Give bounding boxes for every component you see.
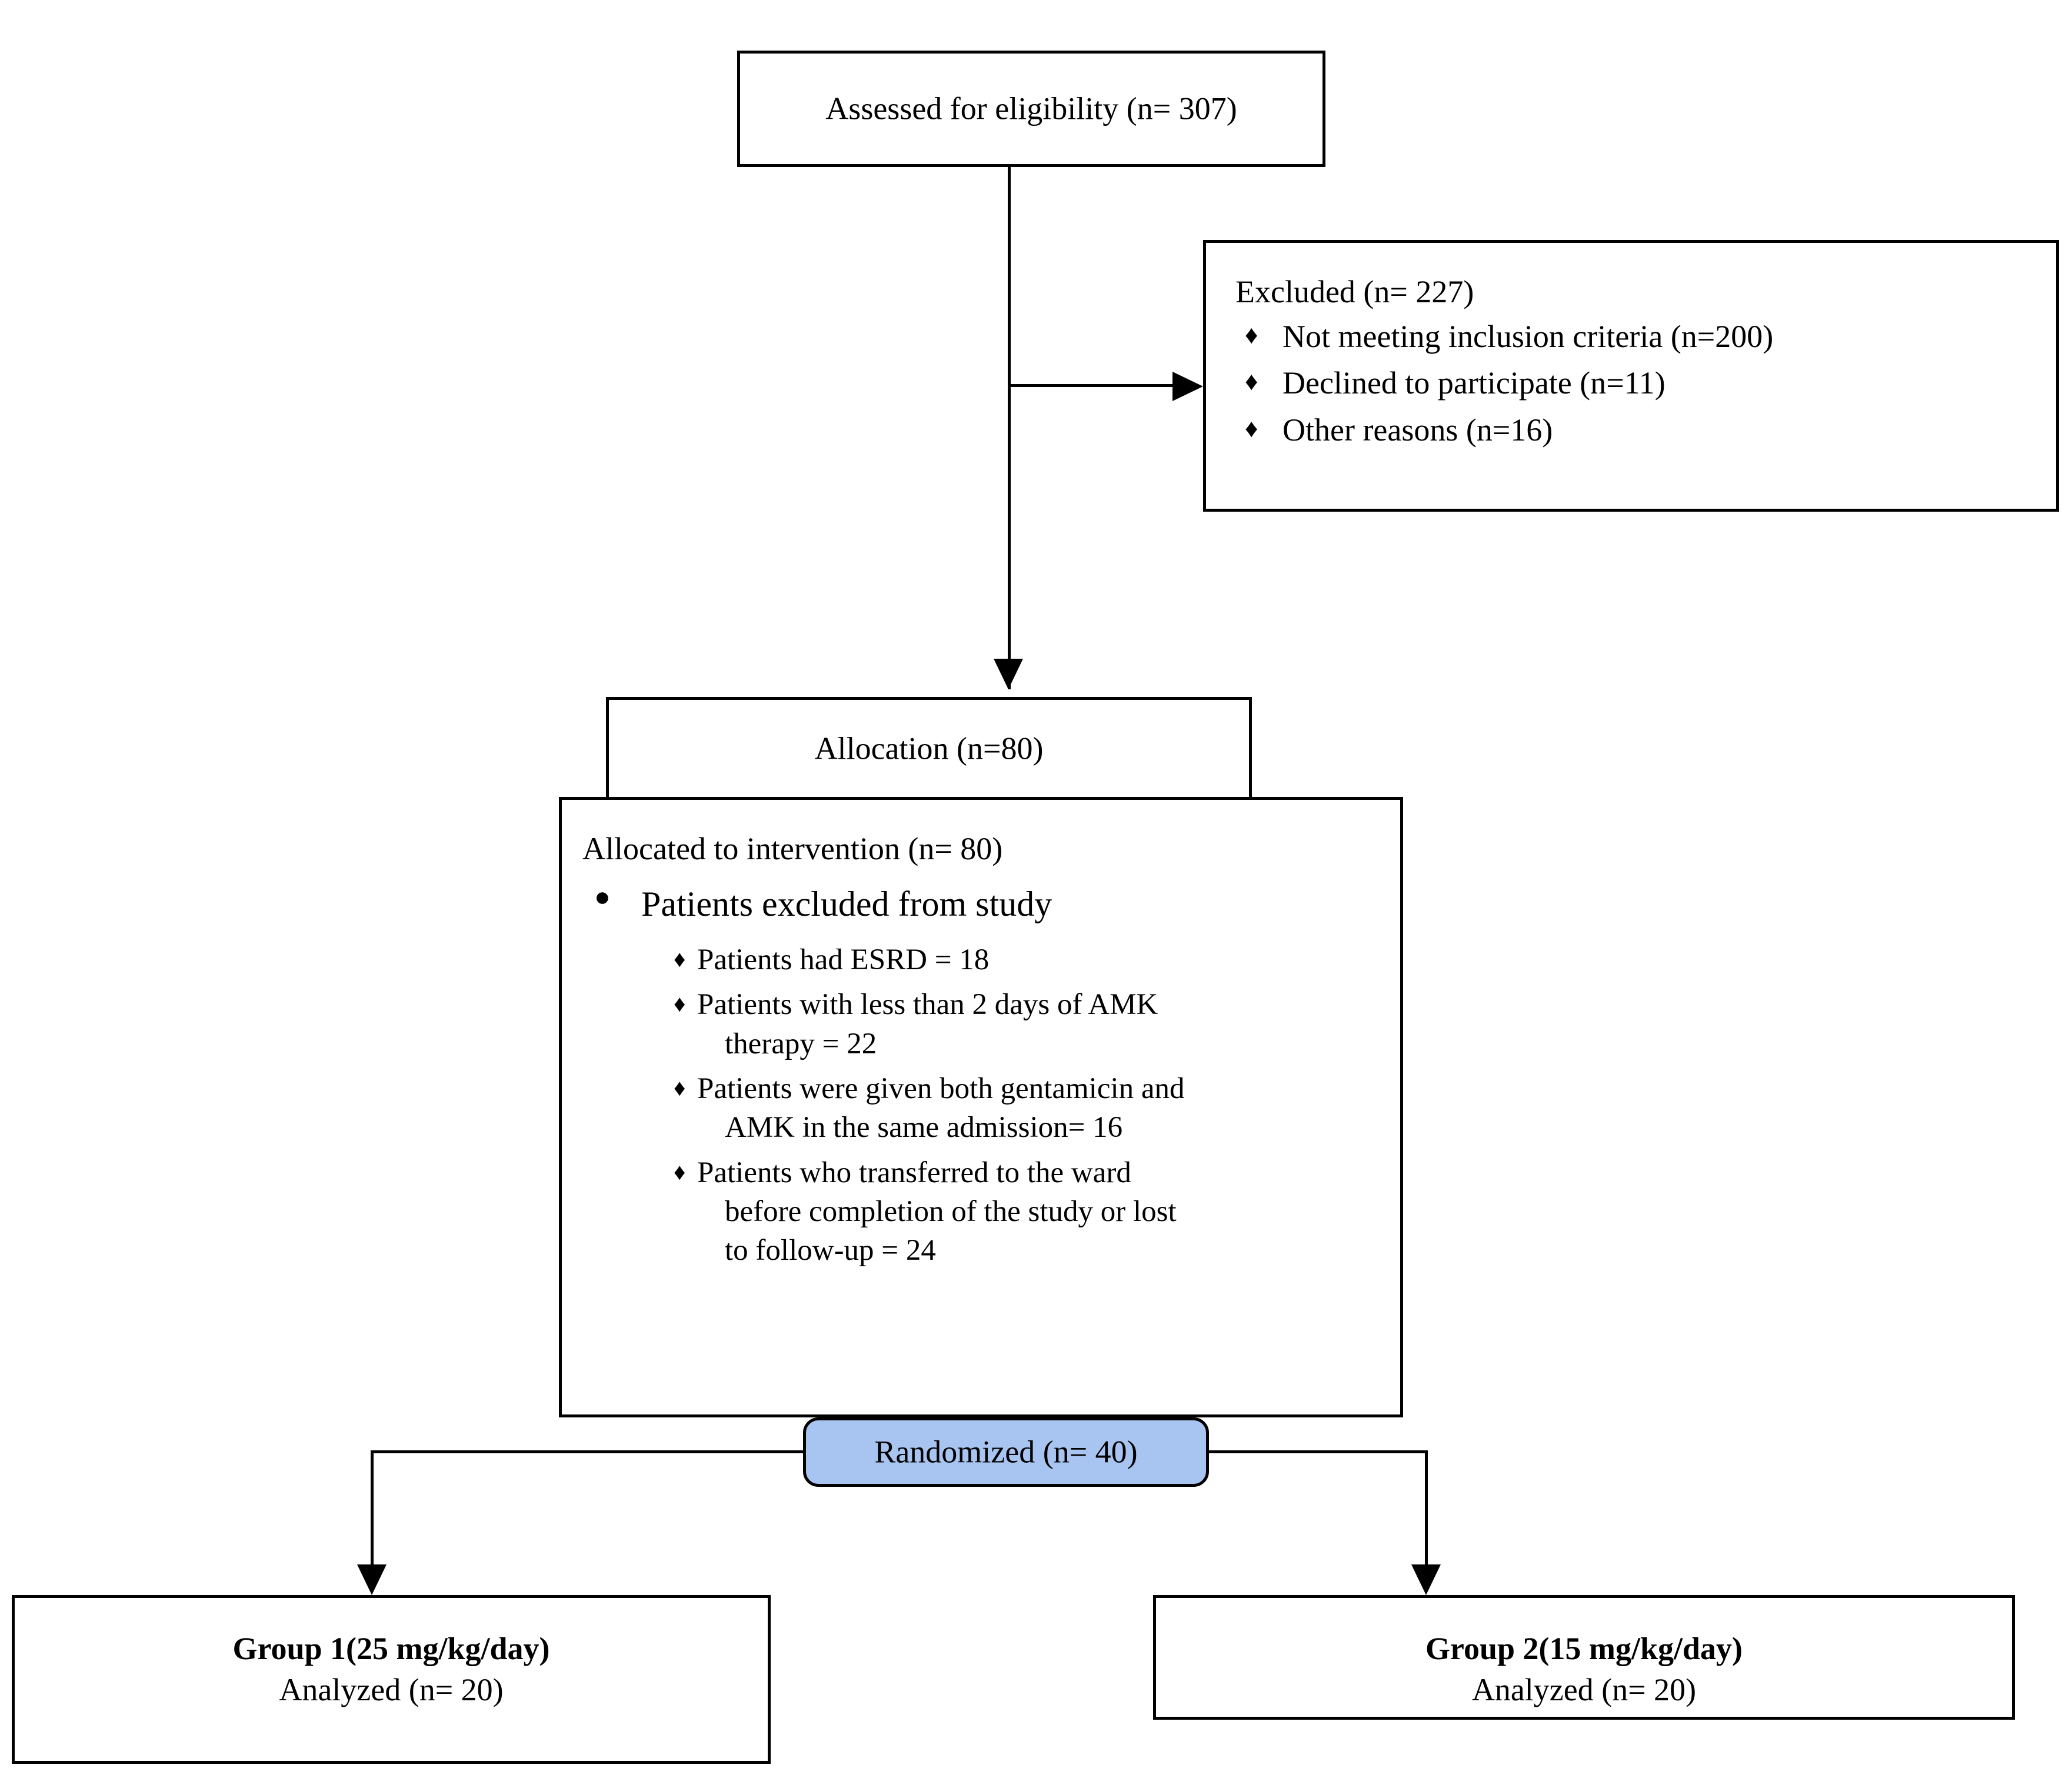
diamond-bullet-icon: ♦ <box>1245 321 1258 350</box>
exclusion-reason-line1: Patients were given both gentamicin and <box>697 1072 1185 1106</box>
node-assessed-for-eligibility: Assessed for eligibility (n= 307) <box>737 51 1325 167</box>
round-bullet-icon: ● <box>594 882 611 912</box>
exclusion-reason-line2: before completion of the study or lost <box>725 1195 1177 1228</box>
list-item: ♦ Patients who transferred to the ward b… <box>674 1153 1387 1270</box>
arrowhead-to-group1 <box>357 1564 387 1595</box>
group2-subtitle: Analyzed (n= 20) <box>1471 1672 1697 1708</box>
allocated-heading: Allocated to intervention (n= 80) <box>582 831 1003 866</box>
excluded-reason-text: Not meeting inclusion criteria (n=200) <box>1282 319 1774 355</box>
excluded-reason-list: ♦ Not meeting inclusion criteria (n=200)… <box>1235 316 2044 451</box>
exclusion-reason-line1: Patients had ESRD = 18 <box>697 943 990 977</box>
group1-subtitle: Analyzed (n= 20) <box>279 1672 504 1708</box>
exclusion-reason-line2: AMK in the same admission= 16 <box>725 1111 1123 1145</box>
diamond-bullet-icon: ♦ <box>674 1075 686 1102</box>
randomized-label: Randomized (n= 40) <box>874 1434 1138 1470</box>
group2-title: Group 2(15 mg/kg/day) <box>1425 1631 1743 1666</box>
allocation-label: Allocation (n=80) <box>814 730 1044 766</box>
allocated-content: Allocated to intervention (n= 80) ● Pati… <box>582 828 1387 1276</box>
connector-randomized-left-drop <box>371 1450 374 1568</box>
node-randomized: Randomized (n= 40) <box>803 1417 1209 1487</box>
excluded-heading: Excluded (n= 227) <box>1235 274 1474 309</box>
excluded-reason-text: Other reasons (n=16) <box>1282 412 1553 448</box>
connector-assessed-to-excluded <box>1008 384 1177 387</box>
connector-randomized-left <box>371 1450 806 1453</box>
list-item: ♦ Other reasons (n=16) <box>1235 409 2044 451</box>
arrowhead-to-allocation <box>994 659 1023 689</box>
node-group1-analyzed: Group 1(25 mg/kg/day) Analyzed (n= 20) <box>12 1595 771 1764</box>
assessed-label: Assessed for eligibility (n= 307) <box>825 91 1237 126</box>
exclusion-reason-line1: Patients with less than 2 days of AMK <box>697 988 1158 1022</box>
exclusion-reason-line3: to follow-up = 24 <box>725 1234 936 1267</box>
list-item: ♦ Not meeting inclusion criteria (n=200) <box>1235 316 2044 358</box>
connector-randomized-right-drop <box>1425 1450 1428 1568</box>
diamond-bullet-icon: ♦ <box>674 990 686 1017</box>
exclusion-reason-line2: therapy = 22 <box>725 1027 877 1060</box>
node-allocation-header: Allocation (n=80) <box>606 697 1252 800</box>
allocated-level1-item: ● Patients excluded from study <box>582 882 1387 926</box>
excluded-reason-text: Declined to participate (n=11) <box>1282 365 1665 401</box>
list-item: ♦ Patients with less than 2 days of AMK … <box>674 985 1387 1063</box>
list-item: ♦ Patients had ESRD = 18 <box>674 940 1387 979</box>
diamond-bullet-icon: ♦ <box>674 1158 686 1185</box>
group2-content: Group 2(15 mg/kg/day) Analyzed (n= 20) <box>1156 1629 2012 1710</box>
group1-title: Group 1(25 mg/kg/day) <box>232 1631 550 1666</box>
connector-assessed-to-allocation <box>1008 167 1011 689</box>
diamond-bullet-icon: ♦ <box>674 946 686 973</box>
node-allocated-to-intervention: Allocated to intervention (n= 80) ● Pati… <box>559 797 1403 1417</box>
group1-content: Group 1(25 mg/kg/day) Analyzed (n= 20) <box>15 1629 768 1710</box>
diamond-bullet-icon: ♦ <box>1245 367 1258 396</box>
connector-randomized-right <box>1206 1450 1428 1453</box>
diamond-bullet-icon: ♦ <box>1245 413 1258 443</box>
node-excluded: Excluded (n= 227) ♦ Not meeting inclusio… <box>1203 240 2059 512</box>
list-item: ♦ Patients were given both gentamicin an… <box>674 1069 1387 1147</box>
allocated-exclusion-list: ♦ Patients had ESRD = 18 ♦ Patients with… <box>582 940 1387 1270</box>
excluded-content: Excluded (n= 227) ♦ Not meeting inclusio… <box>1235 271 2044 456</box>
arrowhead-to-excluded <box>1172 372 1203 401</box>
arrowhead-to-group2 <box>1411 1564 1441 1595</box>
allocated-level1-text: Patients excluded from study <box>641 885 1052 924</box>
list-item: ♦ Declined to participate (n=11) <box>1235 362 2044 404</box>
node-group2-analyzed: Group 2(15 mg/kg/day) Analyzed (n= 20) <box>1153 1595 2015 1720</box>
exclusion-reason-line1: Patients who transferred to the ward <box>697 1156 1131 1189</box>
